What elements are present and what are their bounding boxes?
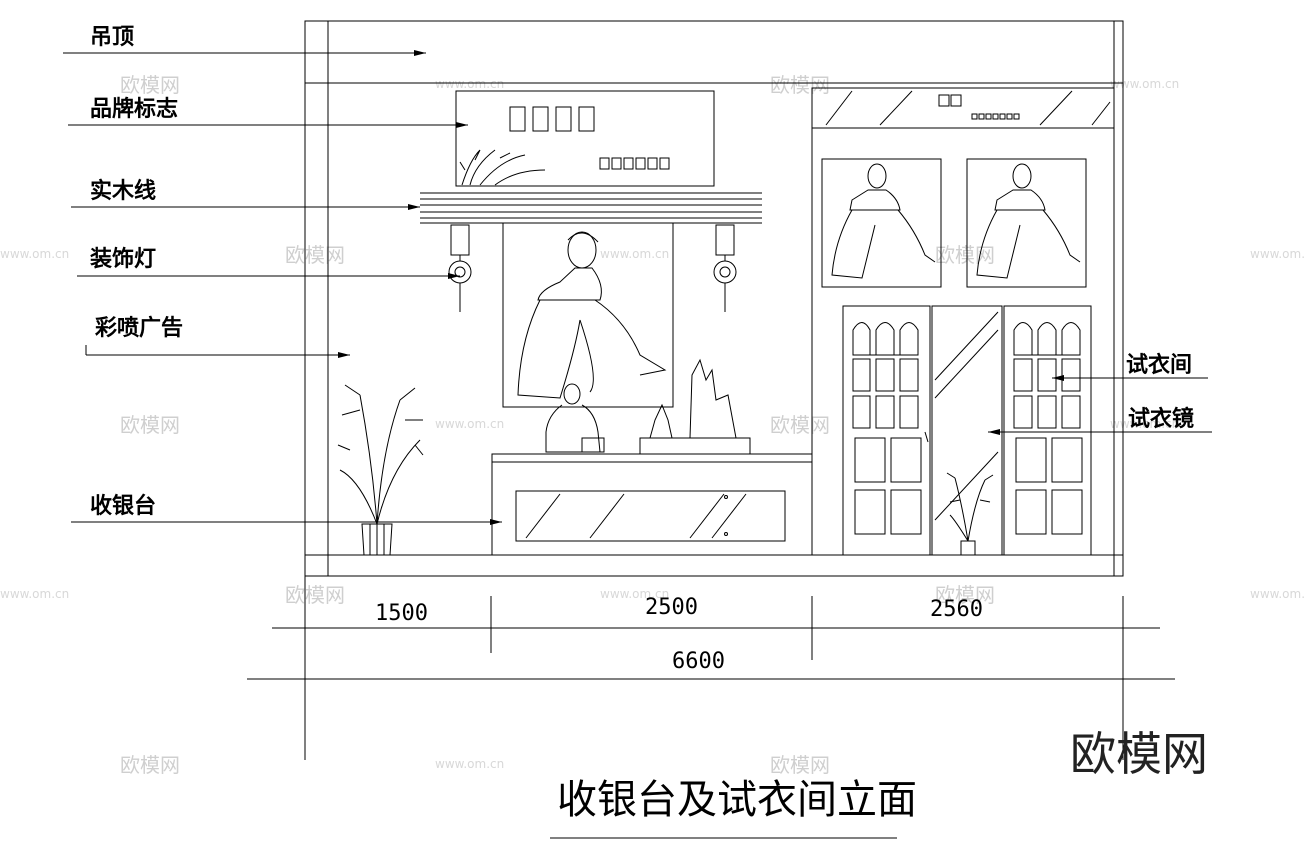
inkjet-ad-poster — [502, 222, 674, 408]
watermark-text: 欧模网 — [770, 73, 830, 97]
wall-lamp-right — [713, 224, 737, 312]
label-fitting-mirror: 试衣镜 — [1128, 406, 1194, 432]
wood-molding — [420, 192, 762, 224]
label-wood-molding: 实木线 — [90, 178, 156, 204]
cashier-counter — [491, 358, 813, 556]
dimension-seg1: 1500 — [375, 601, 428, 626]
dimension-seg2: 2500 — [645, 595, 698, 620]
label-brand-logo: 品牌标志 — [90, 96, 178, 122]
watermark-text: 欧模网 — [770, 413, 830, 437]
label-inkjet-ad: 彩喷广告 — [94, 315, 183, 341]
wall-lamp-left — [448, 224, 472, 312]
watermark-text: 欧模网 — [120, 73, 180, 97]
watermark-text: 欧模网 — [120, 753, 180, 777]
label-fitting-room: 试衣间 — [1126, 352, 1192, 378]
brand-logo-panel — [455, 90, 715, 187]
dimension-total: 6600 — [672, 649, 725, 674]
fitting-room-door-left — [842, 305, 931, 556]
watermark-site: www.om.cn — [0, 247, 69, 261]
label-cashier-counter: 收银台 — [90, 493, 156, 519]
watermark-logo: 欧模网 — [1070, 727, 1208, 781]
watermark-text: 欧模网 — [285, 243, 345, 267]
drawing-title: 收银台及试衣间立面 — [557, 777, 917, 823]
fitting-poster-left — [821, 158, 942, 288]
watermark-site: www.om.cn — [1250, 247, 1305, 261]
watermark-text: 欧模网 — [120, 413, 180, 437]
watermark-site: www.om.cn — [1110, 77, 1179, 91]
leader-lines — [63, 50, 1212, 525]
watermark-text: 欧模网 — [770, 753, 830, 777]
watermark-site: www.om.cn — [600, 587, 669, 601]
watermark-text: 欧模网 — [935, 243, 995, 267]
watermark-text: 欧模网 — [285, 583, 345, 607]
watermark-site: www.om.cn — [0, 587, 69, 601]
potted-plant-right — [946, 472, 994, 556]
watermark-site: www.om.cn — [435, 77, 504, 91]
dimension-lines — [247, 576, 1175, 760]
label-ceiling: 吊顶 — [90, 25, 134, 50]
fitting-poster-right — [966, 158, 1087, 288]
fitting-room-header — [811, 87, 1115, 555]
watermark-site: www.om.cn — [1250, 587, 1305, 601]
watermark-site: www.om.cn — [600, 247, 669, 261]
dimension-seg3: 2560 — [930, 597, 983, 622]
potted-plant-left — [337, 384, 424, 556]
fitting-room-door-right — [1003, 305, 1092, 556]
watermark-layer: 欧模网 欧模网 欧模网 欧模网 欧模网 欧模网 欧模网 欧模网 欧模网 欧模网 … — [0, 73, 1305, 777]
watermark-text: 欧模网 — [935, 583, 995, 607]
watermark-site: www.om.cn — [435, 417, 504, 431]
watermark-site: www.om.cn — [1110, 417, 1179, 431]
watermark-site: www.om.cn — [435, 757, 504, 771]
fitting-mirror-panel — [924, 305, 1003, 556]
label-decor-lamp: 装饰灯 — [90, 246, 156, 272]
